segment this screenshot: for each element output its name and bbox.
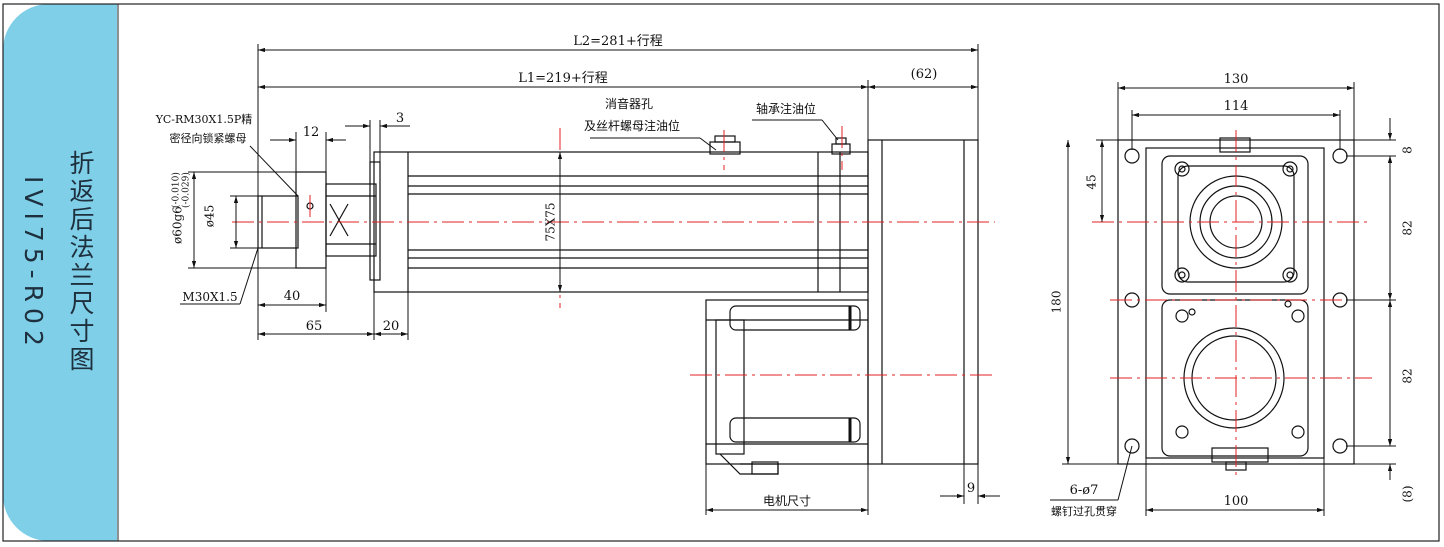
callout-muffler-2: 及丝杆螺母注油位 [584,118,680,133]
dim-phi45: ø45 [203,205,217,228]
dim-holes: 6-ø7 [1070,483,1099,498]
dim-62: (62) [911,67,938,82]
motor [705,299,869,465]
sidebar-tab [3,4,117,541]
dim-9: 9 [967,481,975,496]
dim-45: 45 [1085,174,1099,189]
dim-8-bottom: (8) [1401,486,1415,503]
dim-82-a: 82 [1401,220,1415,235]
callout-holes-note: 螺钉过孔贯穿 [1051,504,1117,518]
dim-3: 3 [396,111,404,126]
dim-8-top: 8 [1401,146,1415,154]
side-view [232,126,995,475]
sidebar-title: 折返后法兰尺寸图 [66,150,95,374]
lock-nut [295,171,327,269]
dim-12: 12 [303,125,320,140]
dim-l2: L2=281+行程 [573,34,663,49]
dim-20: 20 [383,319,400,334]
callout-nut-1: YC-RM30X1.5P精 [155,113,252,126]
callout-bearing: 轴承注油位 [756,101,816,116]
piston-rod [325,183,377,257]
rod-thread [257,195,299,249]
callout-nut-2: 密径向锁紧螺母 [170,131,247,145]
callout-motor-size: 电机尺寸 [763,494,811,508]
callout-muffler-1: 消音器孔 [605,96,653,111]
dim-l1: L1=219+行程 [518,71,608,86]
dim-114: 114 [1224,99,1249,114]
sheet-border [2,3,1440,542]
dim-m30: M30X1.5 [182,290,237,304]
end-view [1092,130,1372,476]
rear-flange [867,139,979,465]
dim-tube: 75X75 [544,202,558,241]
dim-tol-upper: (-0.010) [171,172,182,208]
dim-100: 100 [1224,494,1249,509]
dim-82-b: 82 [1401,368,1415,383]
dim-tol-lower: (-0.029) [181,172,192,208]
dim-phi60: ø60g6 [171,206,185,244]
sidebar-model: IVI75-R02 [19,176,48,352]
dim-180: 180 [1050,291,1064,314]
dim-40: 40 [284,289,301,304]
dim-65: 65 [306,319,323,334]
dim-130: 130 [1224,72,1249,87]
